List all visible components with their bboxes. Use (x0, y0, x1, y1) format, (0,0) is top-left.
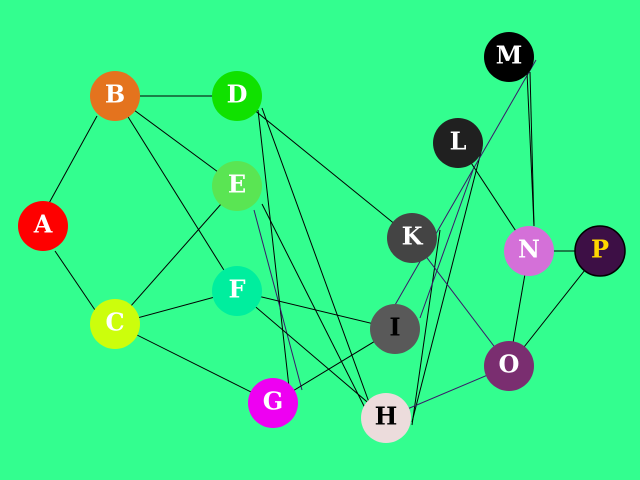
edge-h-k (411, 229, 441, 426)
node-label: P (591, 235, 609, 264)
node-b[interactable]: B (90, 71, 140, 121)
edge-a-b (47, 115, 98, 206)
edge-d-h (261, 107, 371, 406)
edge-f-h (236, 290, 387, 419)
node-e[interactable]: E (212, 161, 262, 211)
edge-e-h (261, 203, 367, 411)
node-circle[interactable] (370, 304, 420, 354)
node-label: L (450, 127, 467, 156)
edge-i-l (419, 169, 474, 319)
node-circle[interactable] (574, 225, 626, 277)
node-h[interactable]: H (361, 393, 411, 443)
node-label: A (33, 210, 53, 239)
node-circle[interactable] (433, 118, 483, 168)
node-circle[interactable] (484, 341, 534, 391)
node-n[interactable]: N (504, 226, 554, 276)
node-label: O (499, 350, 520, 379)
node-label: B (105, 80, 125, 109)
node-label: D (227, 80, 248, 109)
node-o[interactable]: O (484, 341, 534, 391)
edge-k-o (411, 237, 510, 367)
node-circle[interactable] (90, 71, 140, 121)
node-m[interactable]: M (484, 32, 534, 82)
edge-e-g (253, 209, 303, 391)
edge-d-k (236, 95, 413, 239)
node-label: C (105, 308, 124, 337)
node-circle[interactable] (387, 213, 437, 263)
edge-m-o (529, 71, 535, 227)
edge-b-e (114, 95, 238, 187)
node-label: N (518, 235, 540, 264)
node-k[interactable]: K (387, 213, 437, 263)
node-a[interactable]: A (18, 201, 68, 251)
node-circle[interactable] (18, 201, 68, 251)
node-d[interactable]: D (212, 71, 262, 121)
edge-c-g (114, 323, 274, 404)
node-g[interactable]: G (248, 378, 298, 428)
node-circle[interactable] (361, 393, 411, 443)
node-label: F (228, 275, 245, 304)
node-label: G (263, 387, 284, 416)
node-circle[interactable] (90, 299, 140, 349)
node-circle[interactable] (504, 226, 554, 276)
node-p[interactable]: P (574, 225, 626, 277)
node-layer: A B C D E F G H I K L M N O P (18, 32, 626, 443)
edge-b-f (114, 95, 238, 292)
node-circle[interactable] (212, 161, 262, 211)
node-label: H (375, 402, 398, 431)
node-label: M (496, 41, 523, 70)
node-label: K (402, 222, 424, 251)
node-label: I (389, 313, 400, 342)
node-circle[interactable] (212, 266, 262, 316)
node-f[interactable]: F (212, 266, 262, 316)
node-label: E (228, 170, 246, 199)
edge-a-c (54, 250, 96, 311)
edge-c-e (114, 185, 238, 325)
node-l[interactable]: L (433, 118, 483, 168)
edge-i-m (394, 59, 537, 306)
edge-f-i (236, 290, 396, 330)
node-circle[interactable] (212, 71, 262, 121)
edge-d-g (257, 109, 291, 397)
node-c[interactable]: C (90, 299, 140, 349)
node-i[interactable]: I (370, 304, 420, 354)
node-circle[interactable] (484, 32, 534, 82)
node-circle[interactable] (248, 378, 298, 428)
